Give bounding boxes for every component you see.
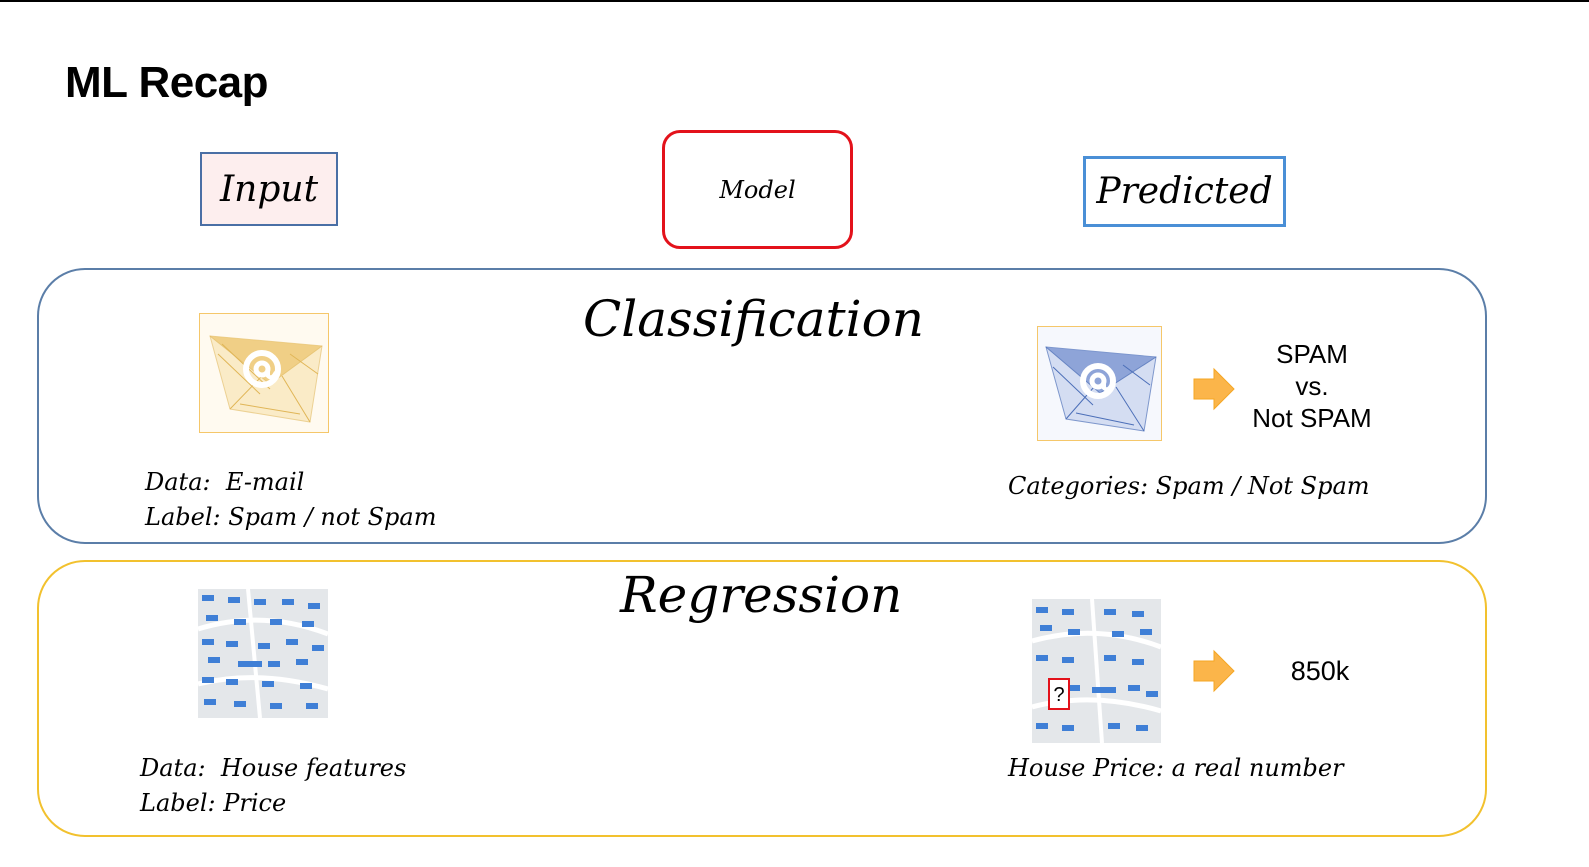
input-header: Input: [200, 152, 338, 226]
data-caption: Data: House features: [140, 754, 407, 782]
label-caption: Label: Price: [140, 789, 287, 817]
arrow-right-icon: [1193, 367, 1235, 411]
house-map-icon: ?: [1032, 599, 1161, 743]
classification-title: Classification: [583, 290, 924, 348]
house-map-input-image: [198, 589, 328, 718]
model-header: Model: [662, 130, 853, 249]
email-at-icon: [1045, 346, 1157, 432]
classification-panel: [37, 268, 1487, 544]
predicted-header-label: Predicted: [1096, 171, 1273, 212]
spam-output-line: SPAM: [1276, 339, 1348, 369]
regression-panel: [37, 560, 1487, 837]
email-at-icon: [209, 335, 323, 423]
label-caption: Label: Spam / not Spam: [145, 503, 437, 531]
regression-title: Regression: [620, 566, 903, 624]
predicted-header: Predicted: [1083, 156, 1286, 227]
email-input-image: [199, 313, 329, 433]
house-map-output-image: ?: [1032, 599, 1161, 743]
top-rule: [0, 0, 1589, 2]
house-map-icon: [198, 589, 328, 718]
arrow-right-icon: [1193, 649, 1235, 693]
spam-output-line: Not SPAM: [1252, 403, 1372, 433]
house-price-caption: House Price: a real number: [1008, 754, 1344, 782]
spam-output-line: vs.: [1295, 371, 1329, 401]
slide-title: ML Recap: [65, 58, 269, 107]
data-caption: Data: E-mail: [145, 468, 305, 496]
model-header-label: Model: [719, 175, 796, 204]
input-header-label: Input: [219, 168, 319, 210]
unknown-price-marker: ?: [1053, 684, 1064, 706]
price-output: 850k: [1290, 656, 1350, 686]
spam-output: SPAM vs. Not SPAM: [1238, 338, 1386, 434]
email-output-image: [1037, 326, 1162, 441]
categories-caption: Categories: Spam / Not Spam: [1008, 472, 1370, 500]
